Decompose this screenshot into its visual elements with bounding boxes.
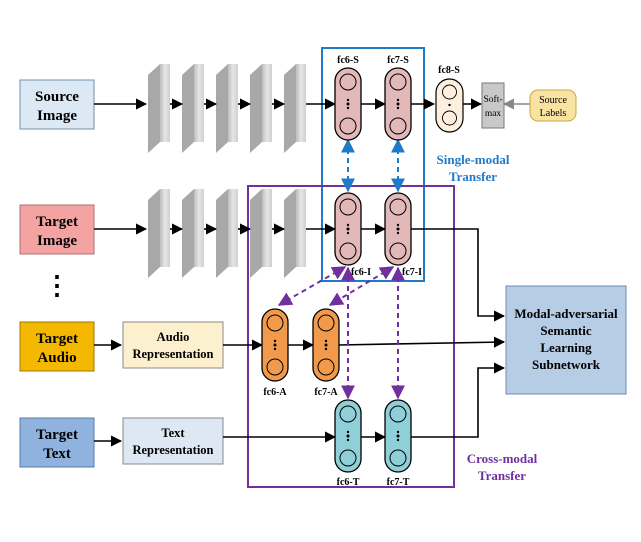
target-text-box: Target Text xyxy=(19,417,95,468)
fc7-s-label: fc7-S xyxy=(387,55,409,66)
target-conv-stack xyxy=(148,189,306,278)
fc7-s-layer xyxy=(384,67,412,141)
target-image-label-1: Target xyxy=(36,214,78,230)
fc6-i-layer xyxy=(334,192,362,266)
target-image-label-2: Image xyxy=(37,233,77,249)
conv-layer xyxy=(148,189,170,278)
fc7-a-label: fc7-A xyxy=(314,387,338,398)
target-audio-box: Target Audio xyxy=(19,321,95,372)
audio-representation-label-1: Audio xyxy=(157,330,190,344)
conv-layer xyxy=(284,189,306,278)
cross-modal-label-1: Cross-modal xyxy=(467,451,538,466)
fc6-a-layer xyxy=(261,308,289,382)
single-modal-label-2: Transfer xyxy=(449,169,497,184)
fc7-i-layer xyxy=(384,192,412,266)
conv-layer xyxy=(284,64,306,153)
target-text-label-2: Text xyxy=(43,446,71,462)
fc6-i-label: fc6-I xyxy=(351,267,371,278)
conv-layer xyxy=(250,64,272,153)
source-conv-stack xyxy=(148,64,306,153)
cross-modal-label-2: Transfer xyxy=(478,468,526,483)
fc6-t-layer xyxy=(334,399,362,473)
target-image-box: Target Image xyxy=(19,204,95,255)
fc7-t-label: fc7-T xyxy=(387,477,410,488)
conv-layer xyxy=(182,64,204,153)
softmax-box: Soft- max xyxy=(481,82,505,129)
fc6-s-layer xyxy=(334,67,362,141)
audio-representation-box: Audio Representation xyxy=(122,321,224,369)
text-representation-label-2: Representation xyxy=(132,443,213,457)
fc7-i-label: fc7-I xyxy=(402,267,422,278)
conv-layer xyxy=(216,64,238,153)
softmax-label-2: max xyxy=(485,109,502,119)
target-audio-label-2: Audio xyxy=(37,350,76,366)
single-modal-label-1: Single-modal xyxy=(437,152,510,167)
conv-layer xyxy=(148,64,170,153)
arrow xyxy=(411,228,506,322)
source-image-box: Source Image xyxy=(19,79,95,130)
audio-representation-label-2: Representation xyxy=(132,347,213,361)
fc6-a-label: fc6-A xyxy=(263,387,287,398)
fc8-s-layer xyxy=(435,78,464,133)
conv-layer xyxy=(182,189,204,278)
target-text-label-1: Target xyxy=(36,427,78,443)
source-labels-label-1: Source xyxy=(539,95,567,106)
fc7-a-layer xyxy=(312,308,340,382)
softmax-label-1: Soft- xyxy=(484,94,503,105)
fc6-s-label: fc6-S xyxy=(337,55,359,66)
text-representation-box: Text Representation xyxy=(122,417,224,465)
arrow xyxy=(338,336,506,348)
arrow xyxy=(411,362,506,438)
conv-layer xyxy=(250,189,272,278)
source-image-label-2: Image xyxy=(37,108,77,124)
subnetwork-label-4: Subnetwork xyxy=(532,357,601,372)
fc6-t-label: fc6-T xyxy=(337,477,360,488)
subnetwork-label-1: Modal-adversarial xyxy=(514,306,618,321)
target-audio-label-1: Target xyxy=(36,331,78,347)
conv-layer xyxy=(216,189,238,278)
source-labels-box: Source Labels xyxy=(529,89,577,122)
fc8-s-label: fc8-S xyxy=(438,65,460,76)
text-representation-label-1: Text xyxy=(161,426,185,440)
fc7-t-layer xyxy=(384,399,412,473)
source-image-label-1: Source xyxy=(35,89,79,105)
cross-modal-dashed-arrow xyxy=(328,266,395,306)
modal-adversarial-subnetwork-box: Modal-adversarial Semantic Learning Subn… xyxy=(505,285,627,395)
subnetwork-label-3: Learning xyxy=(540,340,592,355)
subnetwork-label-2: Semantic xyxy=(540,323,592,338)
ellipsis-dots: ⋮ xyxy=(44,271,70,300)
source-labels-label-2: Labels xyxy=(540,108,567,119)
